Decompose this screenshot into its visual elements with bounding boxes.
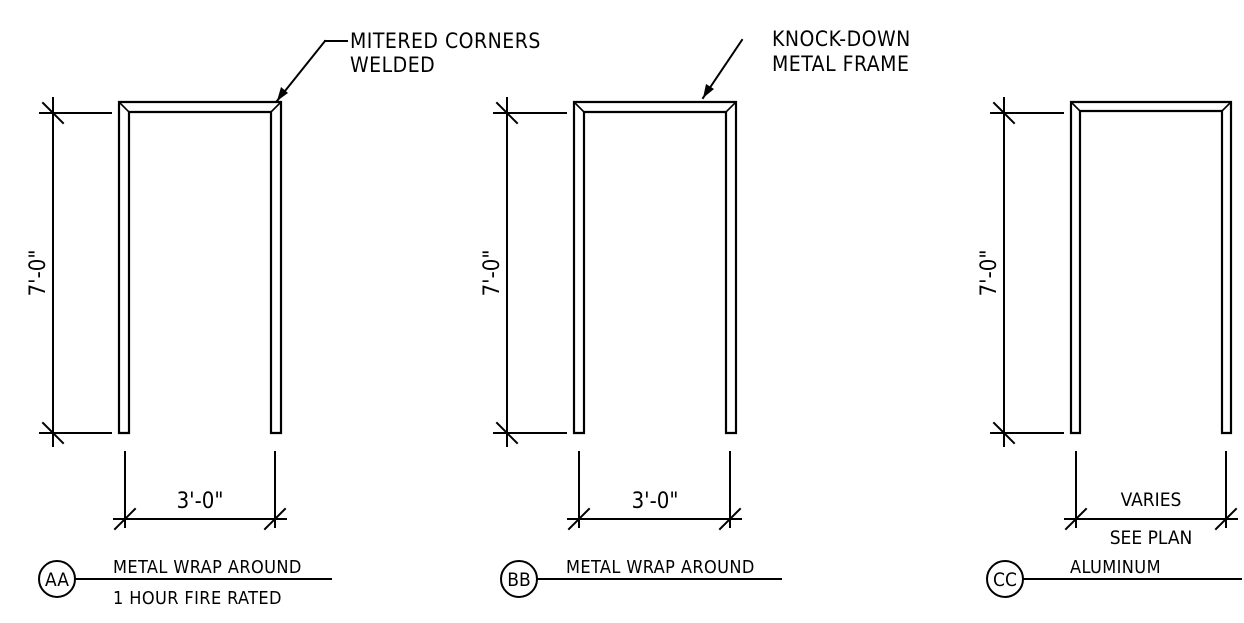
title-block-cc: CC ALUMINUM bbox=[986, 557, 1242, 598]
height-dimension-aa: 7'-0" bbox=[26, 97, 112, 447]
width-dimension-cc: VARIES SEE PLAN bbox=[1064, 451, 1238, 549]
height-dim-text-bb: 7'-0" bbox=[480, 250, 505, 297]
detail-tag-aa: AA bbox=[45, 569, 69, 591]
width-dim-text-cc: VARIES bbox=[1121, 489, 1182, 511]
width-dimension-bb: 3'-0" bbox=[567, 451, 742, 531]
width-dim-text-aa: 3'-0" bbox=[177, 489, 224, 514]
title-line1-bb: METAL WRAP AROUND bbox=[566, 557, 755, 578]
door-frame-bb bbox=[572, 100, 738, 435]
height-dim-text-aa: 7'-0" bbox=[26, 250, 51, 297]
callout-line1-aa: MITERED CORNERS bbox=[350, 29, 541, 53]
width-dim-line2-cc: SEE PLAN bbox=[1110, 527, 1193, 549]
title-line1-aa: METAL WRAP AROUND bbox=[113, 557, 302, 578]
height-dimension-cc: 7'-0" bbox=[977, 97, 1064, 447]
detail-cc: 7'-0" VARIES SEE PLAN CC ALUMINUM bbox=[977, 97, 1242, 598]
title-block-aa: AA METAL WRAP AROUND 1 HOUR FIRE RATED bbox=[38, 557, 332, 609]
title-line2-aa: 1 HOUR FIRE RATED bbox=[113, 588, 282, 609]
width-dimension-aa: 3'-0" bbox=[113, 451, 287, 531]
title-block-bb: BB METAL WRAP AROUND bbox=[500, 557, 782, 598]
door-frame-aa bbox=[117, 100, 283, 435]
detail-tag-bb: BB bbox=[507, 569, 530, 591]
callout-line2-bb: METAL FRAME bbox=[772, 52, 909, 76]
detail-tag-cc: CC bbox=[993, 569, 1017, 591]
callout-arrow-aa bbox=[277, 87, 288, 101]
callout-line2-aa: WELDED bbox=[350, 53, 435, 77]
door-frame-cc bbox=[1069, 100, 1233, 435]
callout-bb: KNOCK-DOWN METAL FRAME bbox=[701, 27, 911, 100]
callout-aa: MITERED CORNERS WELDED bbox=[275, 29, 541, 103]
callout-arrow-bb bbox=[703, 84, 714, 98]
detail-aa: 7'-0" 3'-0" MITERED CORNERS WELDED AA ME… bbox=[26, 29, 541, 609]
callout-line1-bb: KNOCK-DOWN bbox=[772, 27, 911, 51]
detail-bb: 7'-0" 3'-0" KNOCK-DOWN METAL FRAME BB ME… bbox=[480, 27, 911, 598]
title-line1-cc: ALUMINUM bbox=[1070, 557, 1161, 578]
width-dim-text-bb: 3'-0" bbox=[632, 489, 679, 514]
height-dimension-bb: 7'-0" bbox=[480, 97, 567, 447]
height-dim-text-cc: 7'-0" bbox=[977, 250, 1002, 297]
